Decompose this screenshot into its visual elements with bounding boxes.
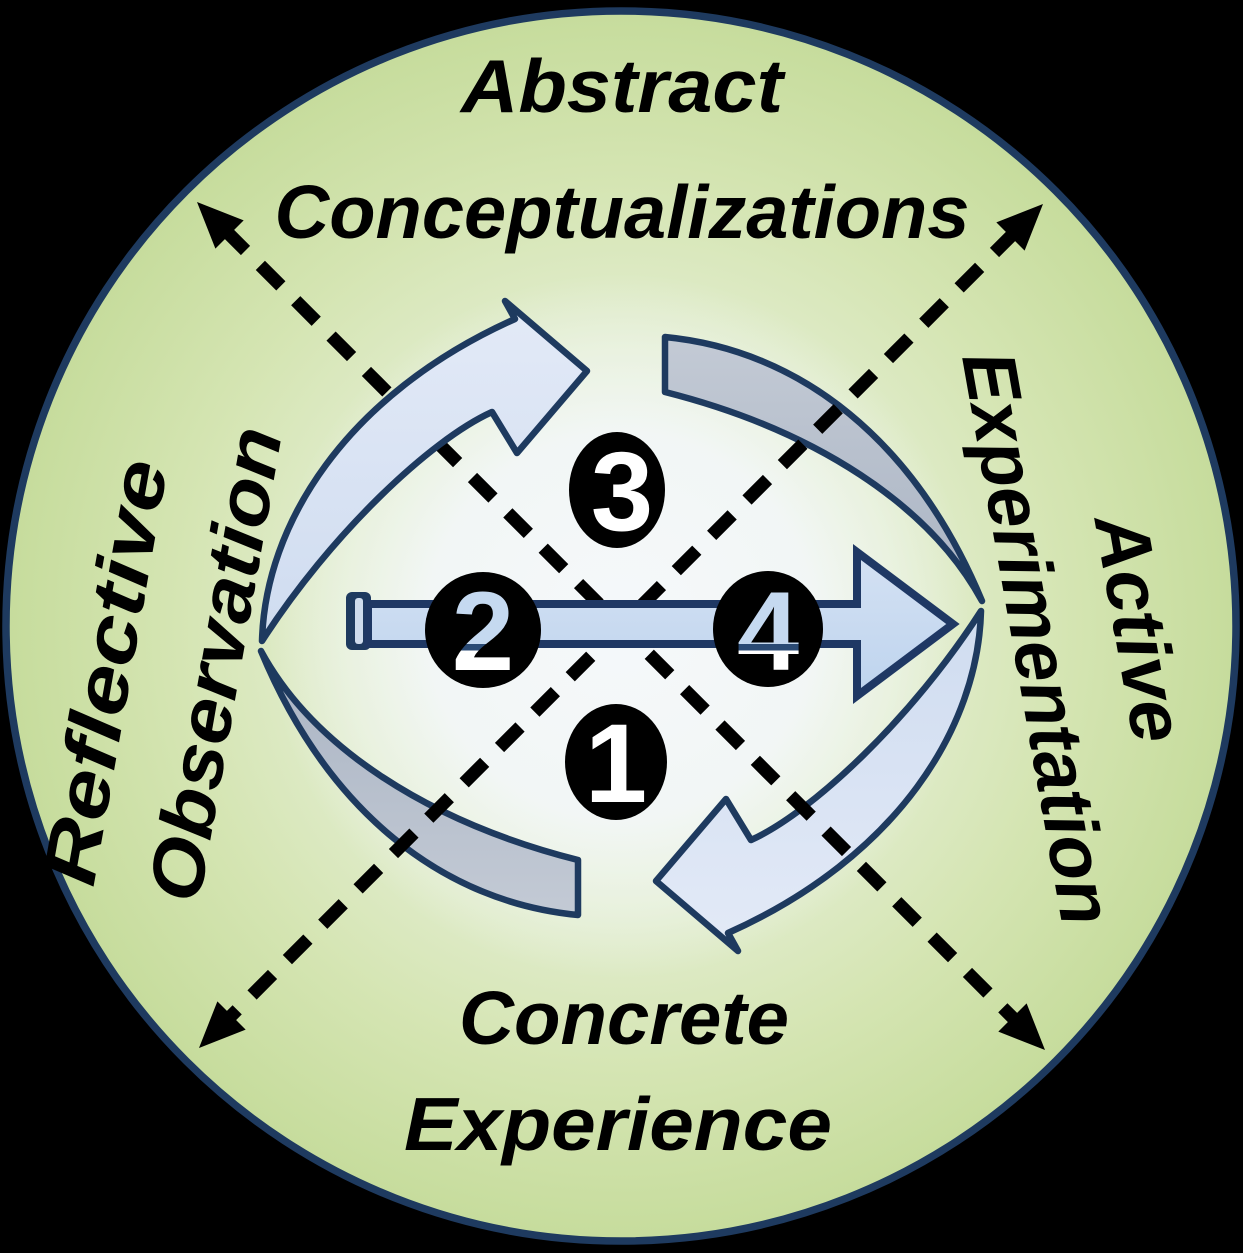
cycle-crescent-top-right (661, 333, 986, 605)
step-circles: 3 2 4 1 (425, 429, 823, 826)
step-number-2: 2 (452, 569, 514, 694)
arrow-tail-cap-stripe (355, 598, 363, 644)
dashed-arrowhead-top-left-icon (197, 202, 244, 249)
label-concrete-line1: Concrete (459, 976, 789, 1060)
dashed-arrowhead-bottom-right-icon (998, 1003, 1045, 1050)
dashed-arrowhead-top-right-icon (996, 204, 1043, 251)
step-circle-2 (425, 572, 541, 688)
step-circle-3 (569, 432, 665, 548)
label-abstract-line1: Abstract (459, 44, 786, 128)
label-abstract-line2: Conceptualizations (275, 170, 970, 254)
step-number-1: 1 (585, 701, 647, 826)
cycle-arrow-bottom-right (652, 607, 985, 955)
step-circle-4 (713, 571, 823, 687)
step-number-4: 4 (737, 569, 799, 694)
label-concrete-line2: Experience (404, 1082, 832, 1166)
step-number-3: 3 (591, 429, 653, 554)
step-circle-1 (565, 704, 667, 820)
cycle-crescent-bottom-left (257, 647, 582, 919)
dashed-arrowhead-bottom-left-icon (199, 1001, 246, 1048)
cycle-arrow-top-left (258, 297, 591, 645)
